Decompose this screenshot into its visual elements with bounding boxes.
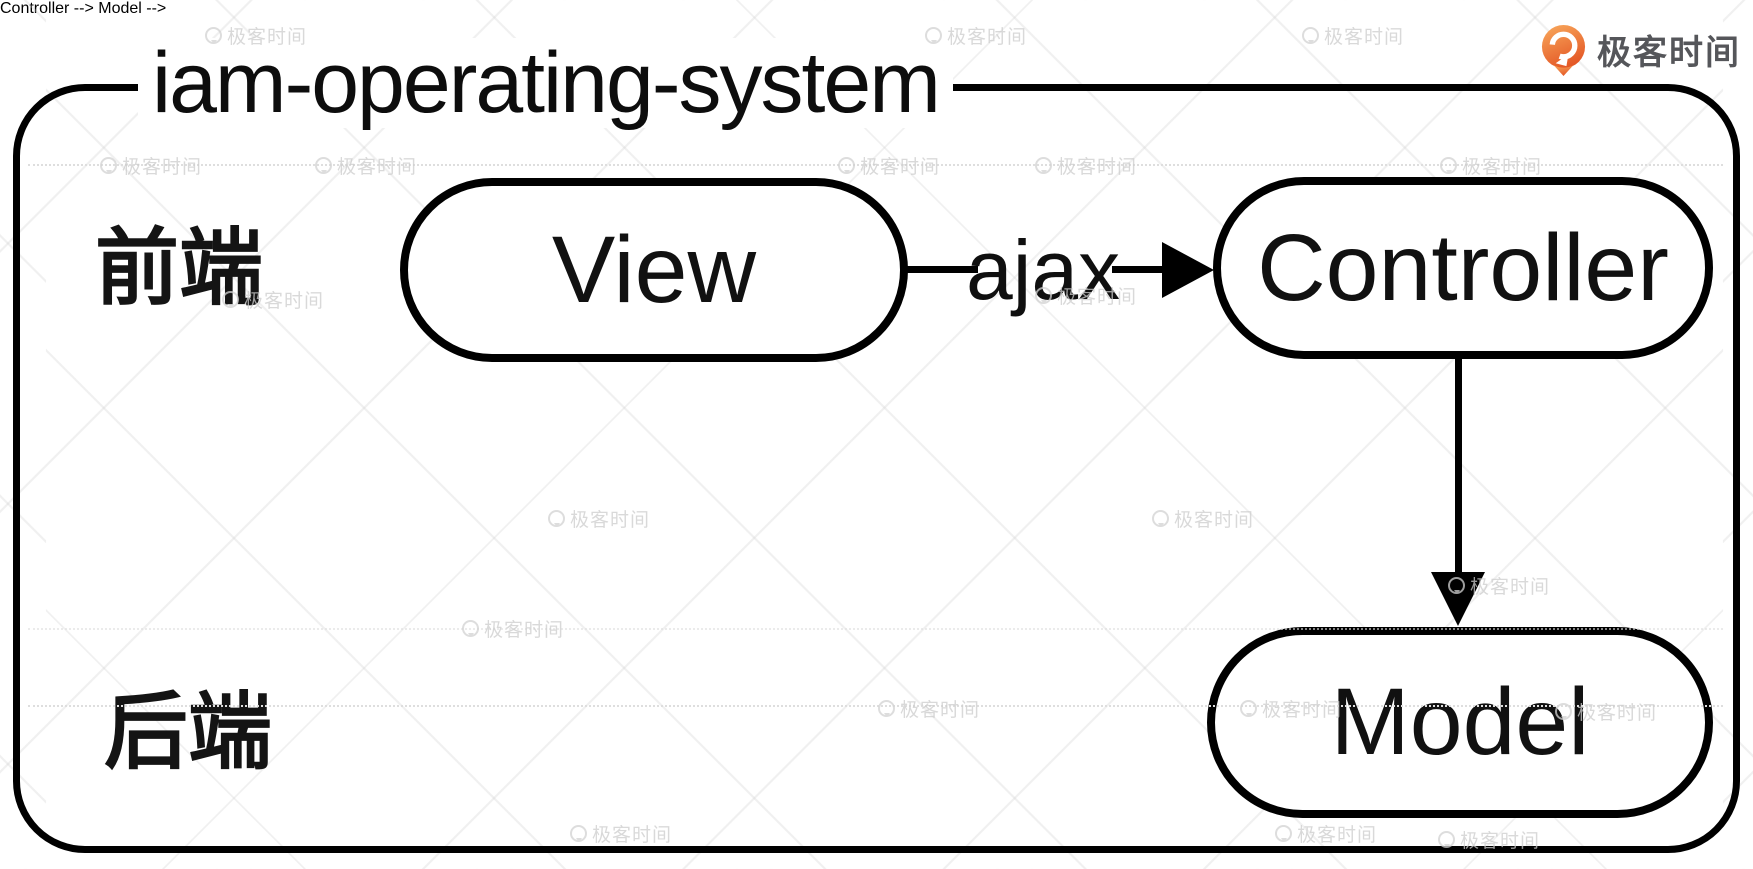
region-label-backend: 后端 bbox=[104, 685, 273, 779]
node-model-label: Model bbox=[1330, 669, 1590, 775]
node-controller: Controller bbox=[1213, 177, 1713, 359]
edge-ajax-label: ajax bbox=[966, 223, 1121, 317]
node-view: View bbox=[400, 178, 908, 362]
watermark: 极客时间 bbox=[1302, 22, 1404, 49]
ajax-arrow-shaft-right bbox=[1112, 266, 1167, 273]
node-model: Model bbox=[1207, 627, 1713, 818]
region-label-frontend: 前端 bbox=[95, 221, 264, 315]
geektime-logo: 极客时间 bbox=[1540, 24, 1741, 77]
down-arrowhead-icon bbox=[1431, 572, 1485, 626]
watermark-logo-icon bbox=[1302, 27, 1319, 44]
geektime-logo-text: 极客时间 bbox=[1597, 33, 1741, 72]
diagram-title: iam-operating-system bbox=[138, 38, 953, 128]
right-arrowhead-icon bbox=[1162, 242, 1214, 298]
geektime-logo-icon bbox=[1541, 25, 1586, 76]
controller-model-arrow-shaft bbox=[1455, 355, 1462, 577]
node-view-label: View bbox=[551, 216, 757, 323]
node-controller-label: Controller bbox=[1257, 214, 1669, 321]
ajax-arrow-shaft-left bbox=[903, 266, 978, 273]
